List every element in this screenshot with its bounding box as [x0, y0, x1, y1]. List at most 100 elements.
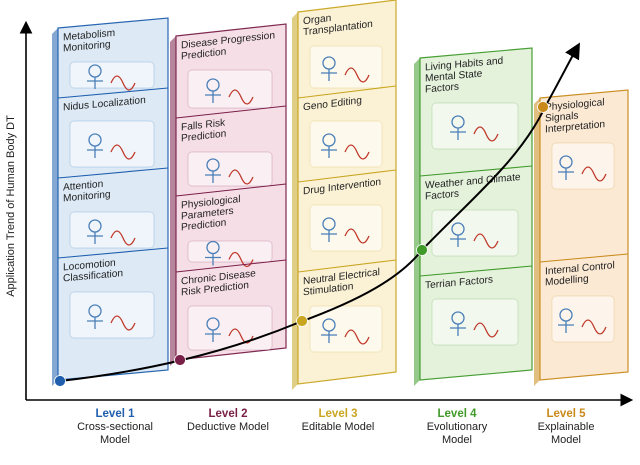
card-illustration: [69, 61, 155, 91]
card-title-line: Factors: [425, 189, 459, 203]
figure-body-icon: [558, 168, 574, 180]
card-title-line: Classification: [63, 268, 123, 284]
card-title-1-1: MetabolismMonitoring: [63, 28, 115, 55]
card-divider: [539, 253, 629, 263]
card-illustration: [69, 291, 155, 339]
illustration-frame: [69, 120, 155, 168]
figure-body-icon: [205, 253, 221, 266]
illustration-frame: [69, 211, 155, 249]
illustration-frame: [431, 102, 519, 150]
level-1-number: Level 1: [95, 408, 135, 420]
card-title-1-3: AttentionMonitoring: [63, 178, 111, 204]
card-divider: [175, 183, 287, 197]
card-divider: [419, 165, 533, 177]
card-divider: [419, 265, 533, 277]
card-illustration: [187, 240, 273, 268]
card-title-line: Locomotion: [63, 258, 116, 274]
figure-body-icon: [87, 77, 103, 89]
illustration-frame: [187, 151, 273, 187]
illustration-frame: [309, 305, 383, 353]
panel-side: [534, 98, 540, 386]
card-title-2-2: Falls RiskPrediction: [181, 118, 227, 145]
level-1-name-line1: Cross-sectional: [77, 421, 153, 433]
signal-wave-icon: [344, 228, 370, 244]
panel-face: [57, 17, 169, 381]
signal-wave-icon: [581, 166, 607, 182]
card-title-5-1: PhysiologicalSignalsInterpretation: [545, 97, 605, 135]
signal-wave-icon: [228, 251, 254, 268]
signal-wave-icon: [110, 144, 136, 160]
card-divider: [175, 105, 287, 119]
card-illustration: [431, 102, 519, 150]
y-axis-label: Application Trend of Human Body DT: [5, 115, 17, 297]
card-illustration: [431, 209, 519, 257]
card-title-line: Signals: [545, 111, 578, 125]
card-title-line: Mental State: [425, 68, 483, 84]
level-4-number: Level 4: [437, 408, 477, 420]
card-illustration: [69, 211, 155, 249]
signal-wave-icon: [473, 322, 499, 338]
card-illustration: [431, 298, 519, 346]
signal-wave-icon: [473, 126, 499, 142]
signal-wave-icon: [110, 230, 136, 246]
illustration-frame: [309, 45, 383, 89]
level-5-marker: [537, 101, 549, 113]
illustration-frame: [309, 120, 383, 168]
level-4-name-line2: Model: [442, 434, 472, 446]
level-5-panel: PhysiologicalSignalsInterpretationIntern…: [534, 89, 629, 386]
illustration-frame: [187, 305, 273, 351]
card-illustration: [309, 204, 383, 252]
signal-wave-icon: [110, 75, 136, 91]
signal-wave-icon: [581, 319, 607, 335]
level-2-number: Level 2: [208, 408, 248, 420]
signal-wave-icon: [344, 67, 370, 83]
level-5-name-line1: Explainable: [537, 421, 595, 433]
level-3-label: Level 3 Editable Model: [283, 408, 393, 434]
card-divider: [175, 259, 287, 273]
level-3-number: Level 3: [318, 408, 358, 420]
illustration-frame: [69, 61, 155, 89]
panel-side: [292, 12, 298, 390]
illustration-frame: [187, 69, 273, 109]
card-illustration: [187, 69, 273, 109]
card-illustration: [551, 142, 615, 190]
panel-side: [170, 36, 176, 366]
figure-body-icon: [558, 321, 574, 333]
illustration-frame: [551, 142, 615, 190]
level-4-marker: [416, 244, 428, 256]
card-title-line: Modelling: [545, 274, 589, 289]
card-title-1-4: LocomotionClassification: [63, 257, 123, 284]
level-4-label: Level 4 Evolutionary Model: [402, 408, 512, 447]
card-title-line: Interpretation: [545, 119, 605, 135]
card-illustration: [187, 305, 273, 351]
illustration-frame: [431, 209, 519, 257]
figure-body-icon: [205, 330, 221, 342]
level-5-name-line2: Model: [551, 434, 581, 446]
card-divider: [57, 167, 169, 179]
level-4-panel: Living Habits andMental StateFactorsWeat…: [414, 47, 533, 386]
level-3-name-line1: Editable Model: [301, 421, 375, 433]
panel-face: [297, 0, 397, 385]
card-illustration: [309, 305, 383, 353]
panel-side: [52, 28, 58, 386]
card-title-line: Attention: [63, 179, 104, 194]
card-title-line: Monitoring: [63, 189, 111, 204]
signal-wave-icon: [228, 169, 254, 185]
card-title-line: Prediction: [181, 218, 227, 234]
level-1-name-line2: Model: [100, 434, 130, 446]
card-title-line: Monitoring: [63, 39, 111, 54]
panel-side: [414, 58, 420, 386]
figure-body-icon: [321, 230, 337, 242]
level-5-label: Level 5 Explainable Model: [511, 408, 621, 447]
card-title-line: Prediction: [181, 47, 227, 63]
level-4-name-line1: Evolutionary: [426, 421, 488, 433]
card-illustration: [69, 120, 155, 168]
illustration-frame: [69, 291, 155, 339]
figure-body-icon: [205, 171, 221, 183]
card-title-line: Factors: [425, 82, 459, 96]
figure-body-icon: [450, 128, 466, 140]
signal-wave-icon: [228, 89, 254, 105]
card-title-line: Prediction: [181, 129, 227, 145]
